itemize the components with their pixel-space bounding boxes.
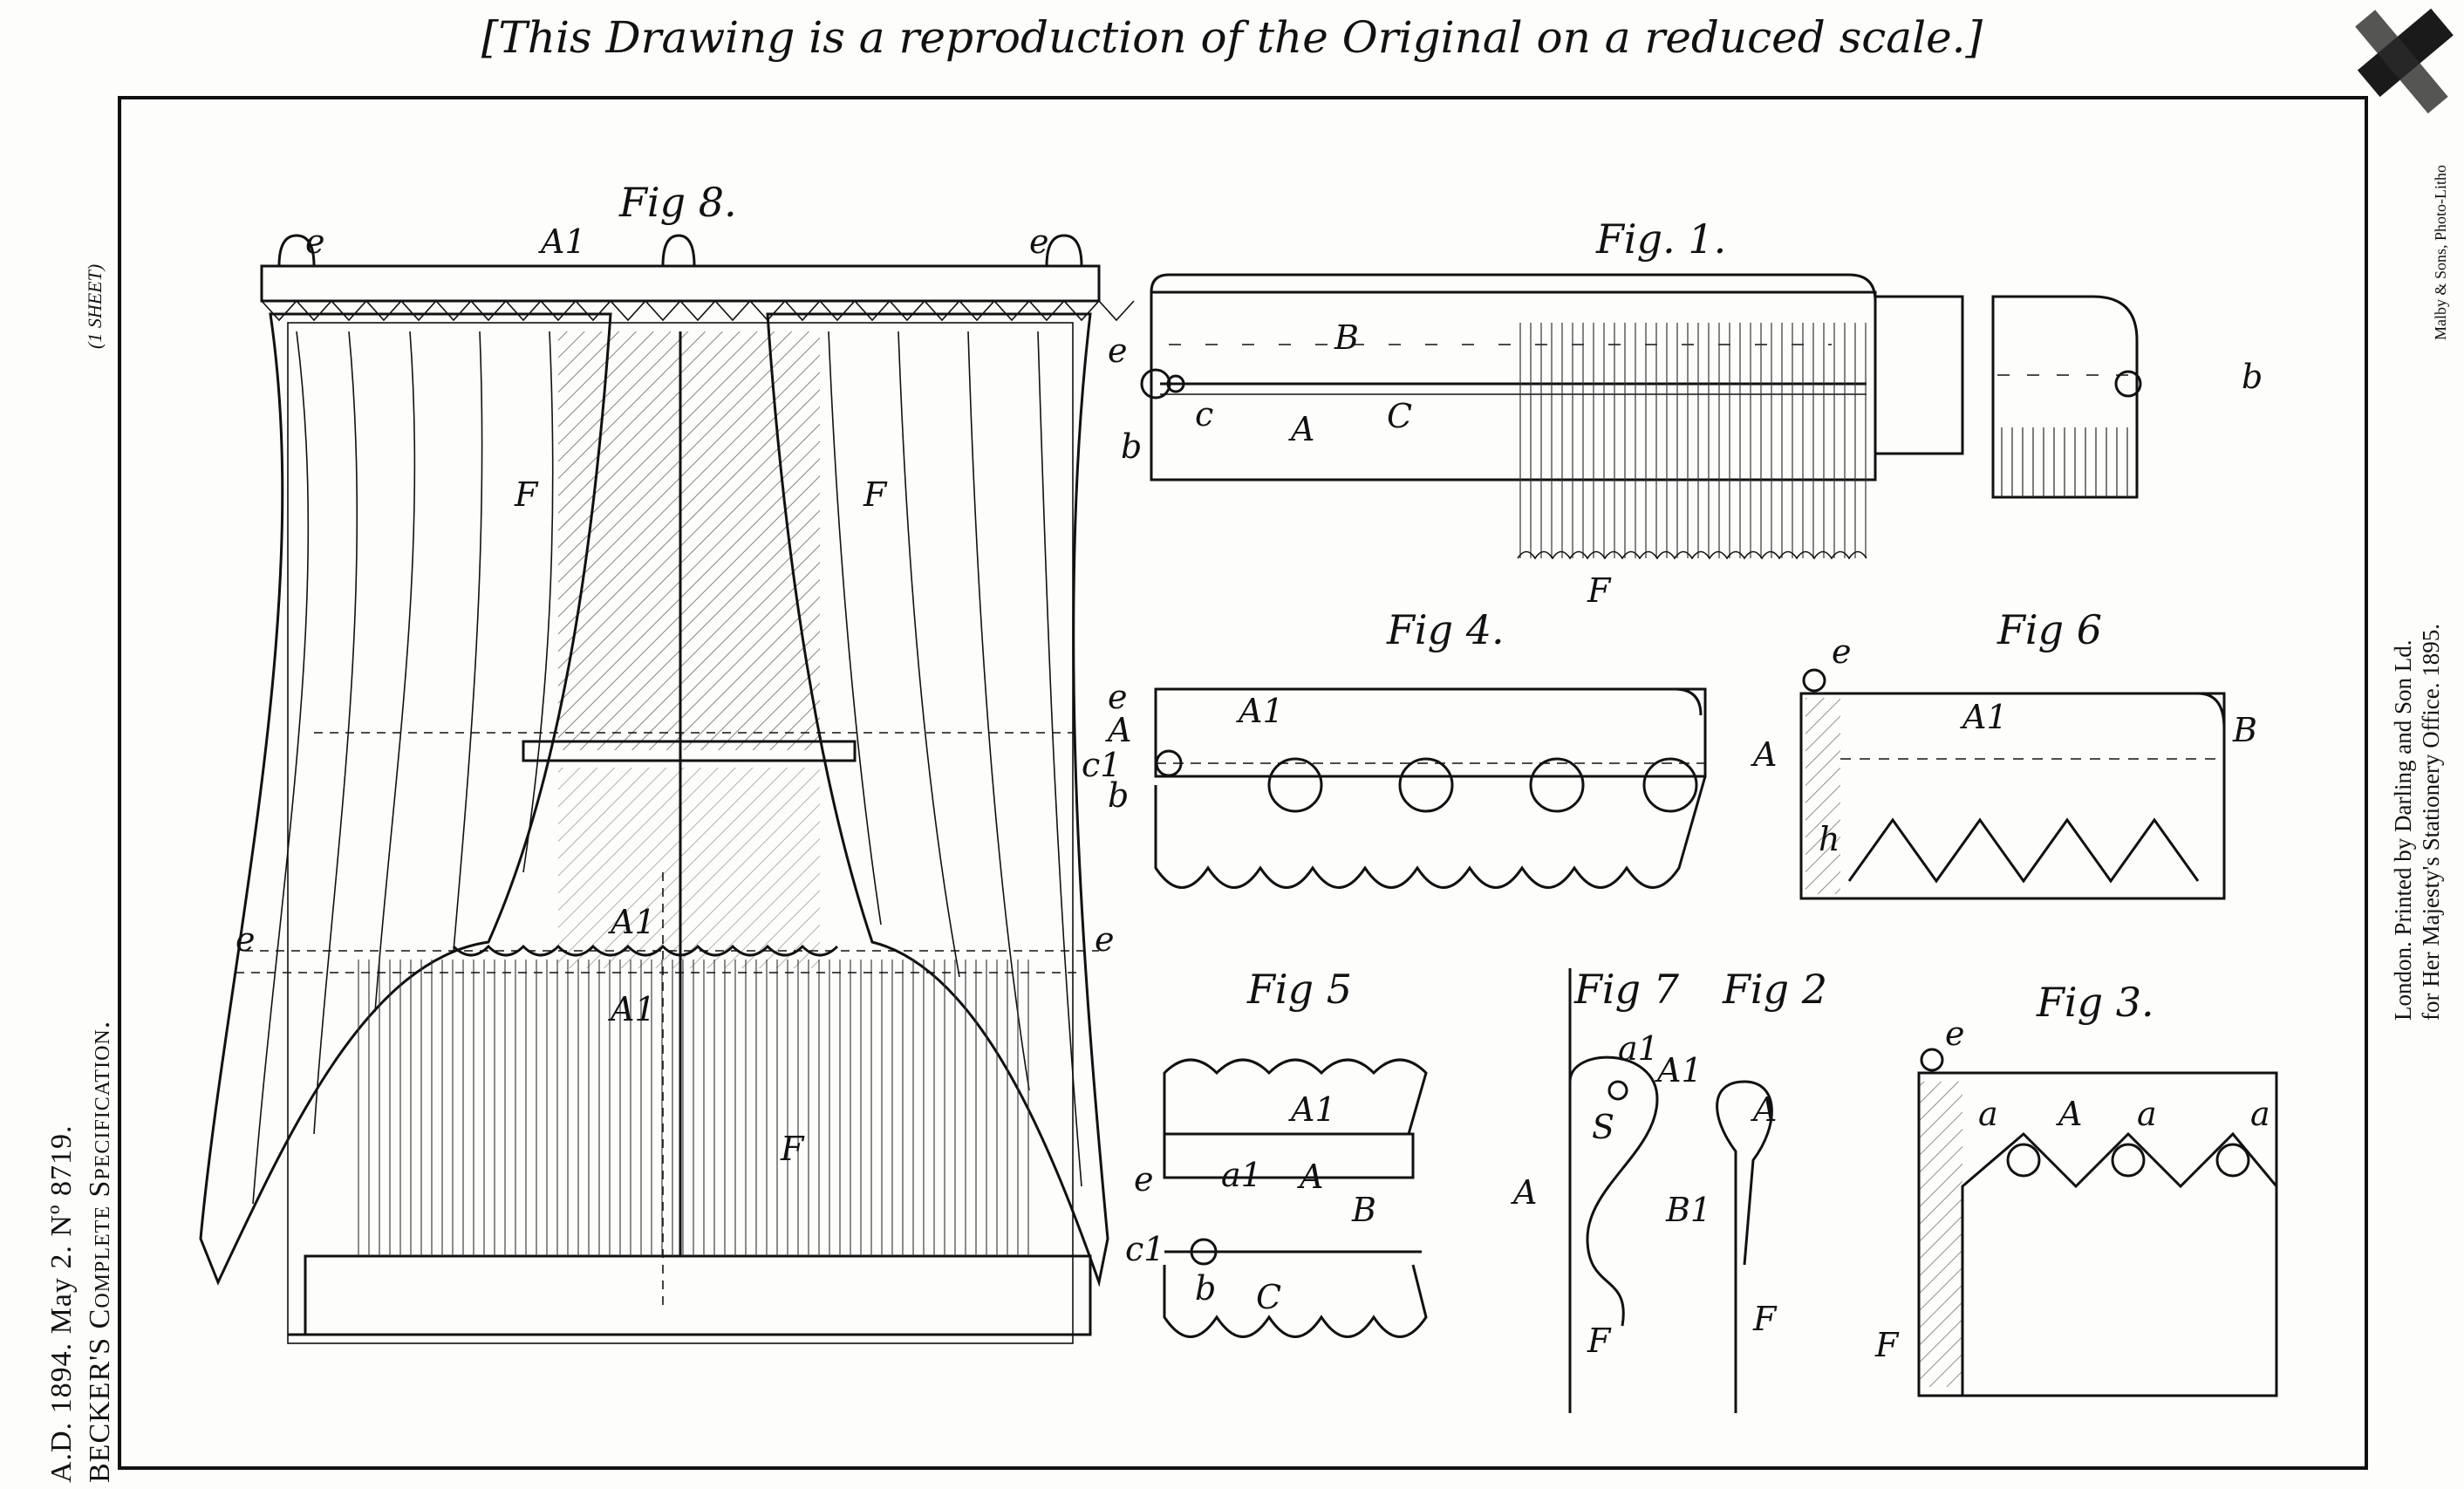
fig5-label: A1 (1288, 1090, 1336, 1129)
figure-3-pointed-valance: Fig 3. e a A a a F (1874, 979, 2278, 1397)
figure-8-window: Fig 8. e A1 e F F A1 A1 e e F (199, 179, 1135, 1344)
fig5-label: a1 (1221, 1156, 1262, 1194)
figure-6-zigzag-valance: Fig 6 e A1 A B h (1751, 606, 2257, 900)
fig1-label: B (1334, 318, 1359, 357)
fig8-label: e (235, 920, 256, 959)
fig5-label: b (1195, 1269, 1216, 1308)
fig2-label: B1 (1665, 1191, 1711, 1229)
fig4-label: A1 (1236, 692, 1284, 730)
fig3-label: a (1978, 1095, 1998, 1133)
figure-4-scalloped-valance: Fig 4. e A A1 c1 b (1082, 606, 1707, 889)
fig1-label: e (1108, 331, 1128, 370)
fig7-label: F (1587, 1322, 1612, 1360)
fig4-label: b (1108, 776, 1129, 815)
fig7-title: Fig 7 (1573, 966, 1680, 1013)
fig6-label: B (2232, 711, 2257, 749)
fig1-title: Fig. 1. (1595, 215, 1726, 263)
fig7-label: A1 (1655, 1051, 1703, 1089)
fig1-label: b (1121, 427, 1142, 466)
fig6-title: Fig 6 (1996, 606, 2102, 653)
fig2-label: F (1752, 1300, 1778, 1338)
fig8-title: Fig 8. (618, 179, 737, 226)
fig5-title: Fig 5 (1246, 966, 1352, 1013)
fig3-label: a (2137, 1095, 2157, 1133)
fig8-label: A1 (608, 990, 656, 1028)
fig4-label: e (1108, 678, 1128, 716)
fig3-label: a (2250, 1095, 2270, 1133)
fig1-label: F (1587, 571, 1612, 610)
fig5-label: B (1351, 1191, 1376, 1229)
figure-7-hook-section: Fig 7 a1 A1 S A F (1511, 966, 1703, 1413)
figure-5-valance-section: Fig 5 A1 e a1 A B c1 b C (1125, 966, 1428, 1338)
fig1-label: C (1387, 397, 1412, 435)
fig3-label: e (1945, 1014, 1965, 1053)
fig3-title: Fig 3. (2036, 979, 2154, 1026)
fig7-label: A (1511, 1173, 1537, 1212)
fig1-label: b (2242, 358, 2263, 396)
fig3-label: A (2056, 1095, 2082, 1133)
fig3-label: F (1874, 1326, 1900, 1364)
drawing-sheet-border (118, 96, 2368, 1470)
fig6-label: e (1832, 632, 1852, 671)
fig1-label: A (1288, 410, 1314, 448)
fig5-label: c1 (1125, 1230, 1164, 1268)
fig5-label: A (1297, 1158, 1323, 1196)
fig6-label: A1 (1960, 698, 2008, 736)
drawing-caption: [This Drawing is a reproduction of the O… (481, 12, 1983, 63)
fig8-label: e (1095, 920, 1115, 959)
library-stamp (2355, 8, 2454, 114)
fig6-label: h (1819, 820, 1839, 858)
fig8-label: e (305, 222, 325, 261)
fig7-label: S (1592, 1108, 1614, 1146)
figure-2-clip-section: Fig 2 A B1 F (1665, 966, 1827, 1413)
fig8-label: A1 (608, 903, 656, 941)
fig8-label: F (780, 1130, 805, 1168)
fig4-label: A (1105, 711, 1131, 749)
fig2-title: Fig 2 (1722, 966, 1827, 1013)
fig1-label: c (1195, 395, 1213, 434)
fig7-label: a1 (1618, 1029, 1659, 1068)
fig8-label: F (514, 475, 539, 514)
fig4-title: Fig 4. (1386, 606, 1505, 653)
fig5-label: C (1256, 1278, 1281, 1316)
fig5-label: e (1134, 1160, 1154, 1199)
fig6-label: A (1751, 735, 1777, 774)
fig8-label: F (863, 475, 888, 514)
fig8-label: A1 (538, 222, 586, 261)
figure-1-rod-valance: Fig. 1. e B c C A b F b (1108, 215, 2263, 610)
fig8-label: e (1029, 222, 1049, 261)
fig2-label: A (1751, 1090, 1777, 1129)
fig4-label: c1 (1082, 746, 1121, 784)
